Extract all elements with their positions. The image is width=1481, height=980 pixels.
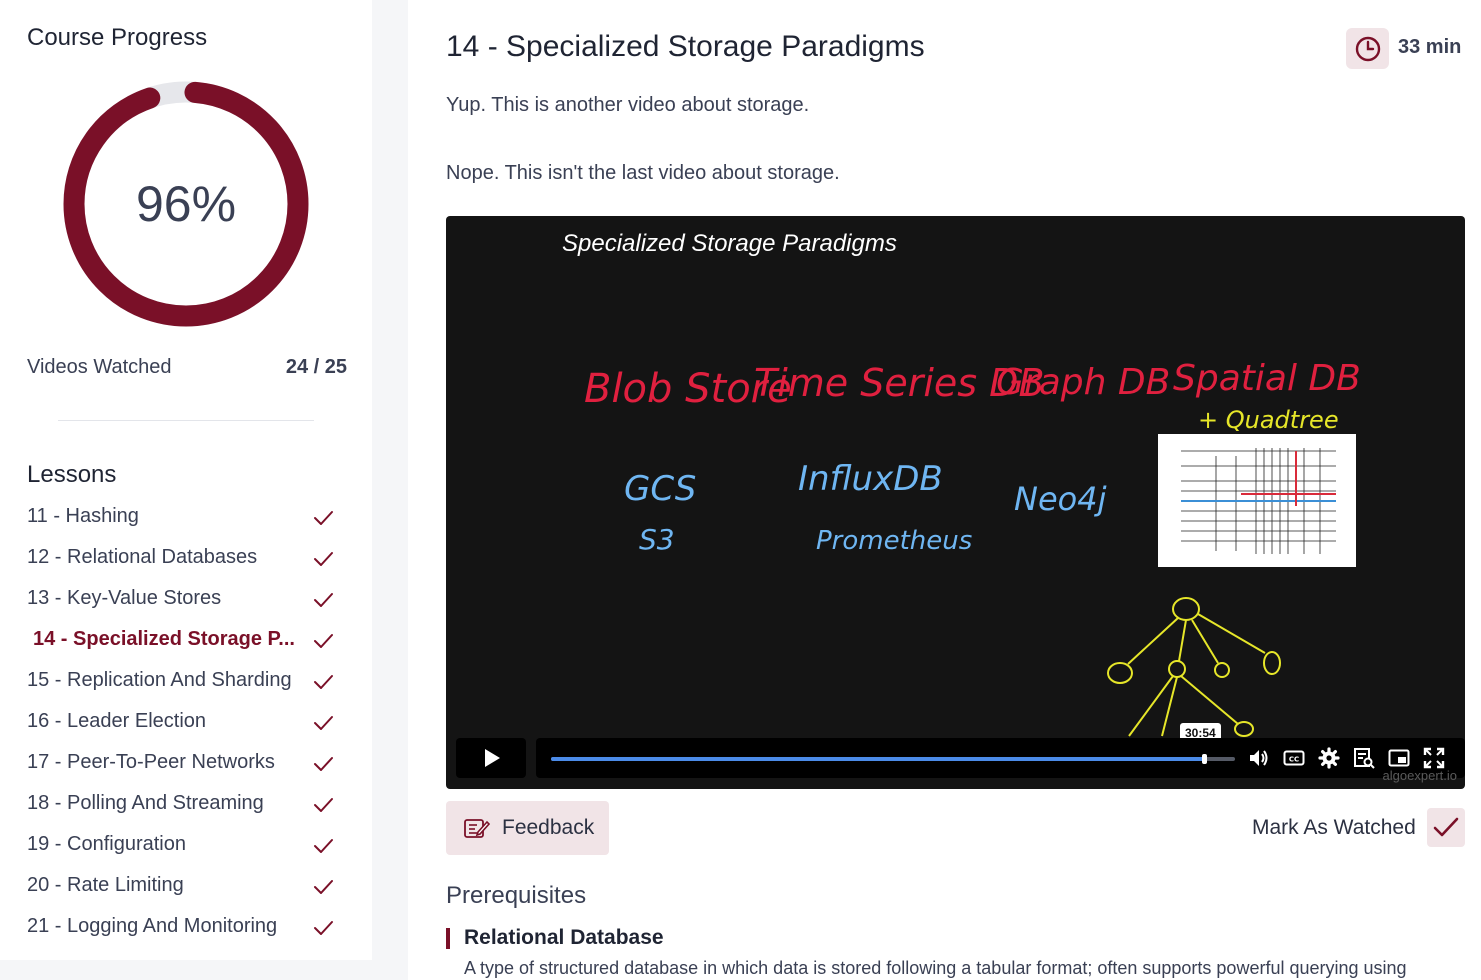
lesson-content: 14 - Specialized Storage Paradigms 33 mi… — [408, 0, 1481, 980]
quadtree-image — [1158, 434, 1356, 567]
play-icon — [485, 749, 500, 767]
progress-ring-fill — [63, 81, 309, 327]
video-title: Specialized Storage Paradigms — [562, 230, 897, 257]
lesson-item[interactable]: 18 - Polling And Streaming — [0, 785, 372, 826]
progress-percent: 96% — [135, 176, 237, 232]
whiteboard-example: Prometheus — [816, 526, 972, 556]
checkmark-icon — [314, 880, 333, 894]
lesson-list: 11 - Hashing 12 - Relational Databases 13 … — [0, 498, 372, 949]
lesson-label: 17 - Peer-To-Peer Networks — [27, 751, 275, 773]
play-button[interactable] — [456, 738, 526, 778]
description-line: Nope. This isn't the last video about st… — [446, 162, 840, 184]
videos-watched-count: 24 / 25 — [285, 356, 347, 378]
video-watermark: algoexpert.io — [1382, 768, 1457, 783]
sidebar-divider — [58, 420, 314, 421]
checkmark-icon — [1433, 817, 1459, 836]
whiteboard-heading: Blob Store — [584, 366, 792, 412]
volume-icon[interactable] — [1248, 747, 1270, 769]
lesson-item[interactable]: 21 - Logging And Monitoring — [0, 908, 372, 949]
description-line: Yup. This is another video about storage… — [446, 94, 810, 116]
lesson-item[interactable]: 11 - Hashing — [0, 498, 372, 539]
lesson-label: 13 - Key-Value Stores — [27, 587, 222, 609]
video-seek-handle[interactable] — [1202, 754, 1207, 764]
clock-icon — [1346, 28, 1389, 69]
captions-icon[interactable]: CC — [1283, 747, 1305, 769]
prerequisites-title: Prerequisites — [446, 882, 587, 909]
video-control-bar: CC — [536, 738, 1465, 778]
page-title: 14 - Specialized Storage Paradigms — [446, 30, 925, 63]
lesson-item[interactable]: 19 - Configuration — [0, 826, 372, 867]
feedback-button[interactable]: Feedback — [446, 801, 609, 855]
whiteboard-example: Neo4j — [1014, 480, 1107, 518]
checkmark-icon — [314, 511, 333, 525]
prerequisite-name[interactable]: Relational Database — [464, 926, 664, 949]
settings-icon[interactable] — [1318, 747, 1340, 769]
whiteboard-subheading: + Quadtree — [1198, 406, 1339, 434]
lesson-label: 20 - Rate Limiting — [27, 874, 184, 896]
video-player[interactable]: Blob Store Time Series DB Graph DB Spati… — [446, 216, 1465, 789]
edit-note-icon — [464, 819, 490, 838]
lessons-title: Lessons — [27, 461, 117, 488]
lesson-label: 15 - Replication And Sharding — [27, 669, 292, 691]
lesson-label: 16 - Leader Election — [27, 710, 207, 732]
checkmark-icon — [314, 675, 333, 689]
checkmark-icon — [314, 757, 333, 771]
lesson-label: 14 - Specialized Storage P... — [33, 628, 295, 650]
feedback-label: Feedback — [502, 816, 595, 839]
lesson-item[interactable]: 13 - Key-Value Stores — [0, 580, 372, 621]
video-seek-progress — [551, 757, 1204, 761]
prerequisite-description: A type of structured database in which d… — [464, 958, 1407, 978]
whiteboard-example: GCS — [624, 469, 696, 509]
video-seek-bar[interactable] — [551, 754, 1235, 764]
lesson-item[interactable]: 20 - Rate Limiting — [0, 867, 372, 908]
lesson-label: 21 - Logging And Monitoring — [27, 915, 278, 937]
svg-text:CC: CC — [1289, 756, 1299, 764]
whiteboard-example: S3 — [639, 523, 675, 556]
lesson-label: 18 - Polling And Streaming — [27, 792, 264, 814]
whiteboard-drawing: Blob Store Time Series DB Graph DB Spati… — [584, 358, 1361, 737]
checkmark-icon — [314, 921, 333, 935]
lesson-label: 12 - Relational Databases — [27, 546, 258, 568]
checkmark-icon — [314, 839, 333, 853]
checkmark-icon — [314, 798, 333, 812]
lesson-item[interactable]: 16 - Leader Election — [0, 703, 372, 744]
progress-ring — [63, 81, 309, 327]
video-controls: CC — [446, 738, 1465, 778]
checkmark-icon — [314, 716, 333, 730]
lesson-item[interactable]: 14 - Specialized Storage P... — [0, 621, 372, 662]
video-duration: 33 min — [1398, 36, 1462, 58]
graph-tree-drawing — [1107, 597, 1281, 737]
lesson-item[interactable]: 12 - Relational Databases — [0, 539, 372, 580]
whiteboard-heading: Graph DB — [996, 362, 1170, 403]
checkmark-icon — [314, 634, 333, 648]
checkmark-icon — [314, 552, 333, 566]
fullscreen-icon[interactable] — [1423, 747, 1445, 769]
course-progress-title: Course Progress — [27, 24, 208, 51]
lesson-item[interactable]: 17 - Peer-To-Peer Networks — [0, 744, 372, 785]
checkmark-icon — [314, 593, 333, 607]
mark-as-watched-toggle[interactable] — [1427, 808, 1465, 847]
whiteboard-heading: Spatial DB — [1173, 358, 1361, 399]
whiteboard-example: InfluxDB — [798, 459, 943, 499]
lesson-item[interactable]: 15 - Replication And Sharding — [0, 662, 372, 703]
course-progress-sidebar: Course Progress 96% Videos Watched 24 / … — [0, 0, 372, 960]
transcript-icon[interactable] — [1353, 747, 1375, 769]
lesson-label: 19 - Configuration — [27, 833, 186, 855]
lesson-label: 11 - Hashing — [27, 505, 139, 527]
videos-watched-label: Videos Watched — [27, 356, 172, 378]
mark-as-watched-label: Mark As Watched — [1252, 816, 1416, 839]
whiteboard-heading: Time Series DB — [754, 361, 1045, 405]
picture-in-picture-icon[interactable] — [1388, 747, 1410, 769]
prerequisite-accent-bar — [446, 928, 450, 949]
